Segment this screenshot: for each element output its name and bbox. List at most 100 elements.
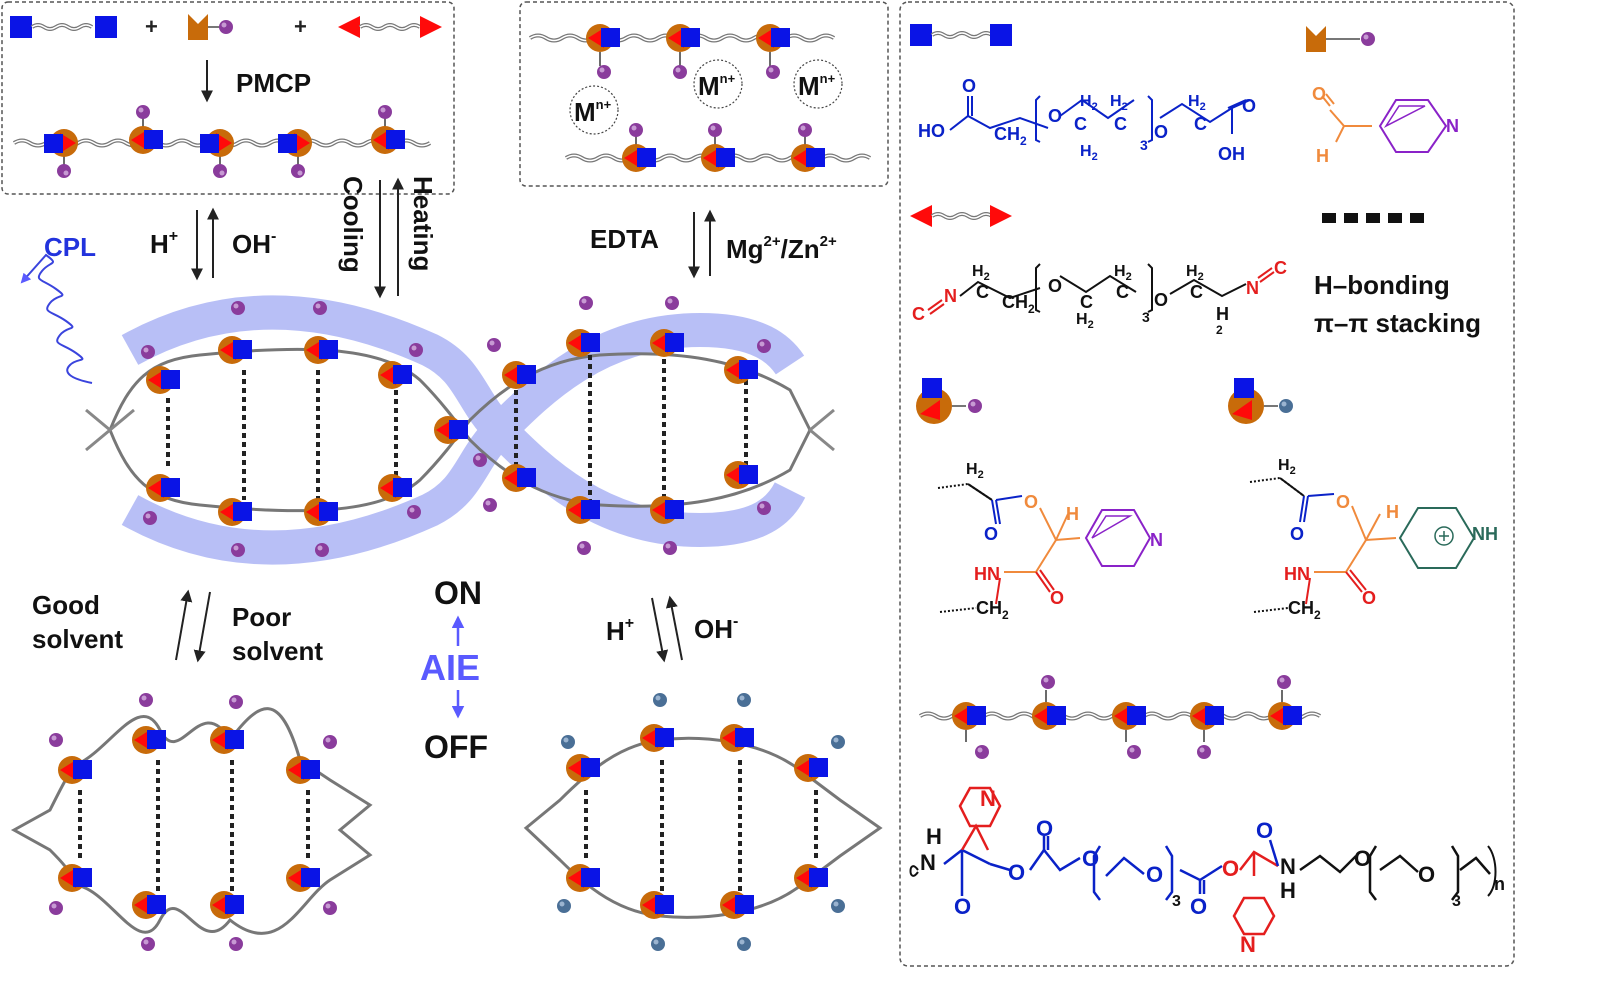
svg-text:O: O	[962, 76, 976, 96]
linear-polymer-chain-top	[12, 104, 432, 179]
svg-text:N: N	[1150, 530, 1163, 550]
svg-text:C: C	[1080, 292, 1093, 312]
svg-text:3: 3	[1140, 137, 1148, 153]
protonated-unit-structure: H2 O O H HN O CH2 NH	[1249, 457, 1498, 622]
legend-unit-protonated	[1228, 378, 1293, 424]
svg-text:N: N	[1240, 932, 1256, 957]
svg-text:H: H	[1316, 146, 1329, 166]
metal-switch-arrows	[688, 209, 716, 279]
svg-text:H2: H2	[1278, 457, 1296, 477]
helix-halo	[121, 295, 806, 565]
thermal-switch-arrows	[374, 177, 404, 299]
aldehyde-structure: O H N	[1312, 84, 1459, 166]
svg-text:O: O	[1242, 96, 1256, 116]
cpl-helix-icon	[20, 253, 93, 384]
monomer-diacid-icon	[10, 16, 117, 38]
metal-ion-1: Mn+	[569, 85, 619, 135]
svg-text:OH: OH	[1218, 144, 1245, 164]
isocyanide-structure: C N N C H2 C CH2 O C H2 H2 C 3 O H2 C H …	[912, 258, 1287, 337]
helix-units	[141, 296, 771, 557]
svg-text:C: C	[1190, 282, 1203, 302]
edta-label: EDTA	[590, 224, 659, 254]
off-label: OFF	[424, 729, 488, 765]
svg-text:N: N	[1246, 278, 1259, 298]
legend-unit-neutral	[916, 378, 982, 424]
svg-text:O: O	[1048, 276, 1062, 296]
panel-top-middle	[519, 1, 889, 187]
svg-text:C: C	[1114, 114, 1127, 134]
svg-text:n: n	[1494, 874, 1505, 894]
svg-text:H2: H2	[1114, 263, 1132, 283]
svg-text:N: N	[920, 850, 936, 875]
poor-solvent-label: solvent	[232, 636, 323, 666]
svg-text:3: 3	[1452, 893, 1461, 910]
svg-text:O: O	[1036, 816, 1053, 841]
svg-text:H2: H2	[1080, 143, 1098, 163]
diacid-structure	[949, 95, 1251, 143]
legend-diacid-icon	[910, 24, 1012, 46]
svg-text:Mn+: Mn+	[798, 71, 836, 101]
plus-sign-1: +	[145, 14, 158, 39]
svg-text:Mn+: Mn+	[574, 97, 612, 127]
svg-text:O: O	[1362, 588, 1376, 608]
svg-text:O: O	[1008, 860, 1025, 885]
svg-text:H2: H2	[1110, 93, 1128, 113]
svg-text:C: C	[1074, 114, 1087, 134]
mg-zn-label: Mg2+/Zn2+	[726, 233, 837, 264]
metal-ion-2: Mn+	[693, 59, 743, 109]
svg-text:O: O	[1290, 524, 1304, 544]
ph-switch-arrows-left	[191, 207, 219, 281]
svg-text:H: H	[1066, 504, 1079, 524]
svg-text:H2: H2	[1080, 93, 1098, 113]
svg-text:H2: H2	[1188, 93, 1206, 113]
svg-text:CH2: CH2	[994, 124, 1027, 148]
oh-minus-label-1: OH-	[232, 228, 276, 259]
svg-text:NH: NH	[1472, 524, 1498, 544]
svg-text:HO: HO	[918, 121, 945, 141]
pi-stacking-label: π–π stacking	[1314, 308, 1481, 338]
svg-text:N: N	[944, 286, 957, 306]
svg-text:2: 2	[1216, 323, 1223, 337]
svg-text:CH2: CH2	[1288, 598, 1321, 622]
panel-legend	[899, 1, 1515, 967]
oh-minus-label-2: OH-	[694, 613, 738, 644]
aie-label: AIE	[420, 647, 480, 688]
legend-polymer-chain	[918, 675, 1322, 759]
solvent-switch-arrows	[175, 589, 211, 663]
svg-text:N: N	[1280, 854, 1296, 879]
poor-label: Poor	[232, 602, 291, 632]
h-bond-dashes-helix	[166, 350, 748, 505]
svg-text:O: O	[1256, 818, 1273, 843]
svg-text:3: 3	[1172, 893, 1181, 910]
svg-text:O: O	[1146, 862, 1163, 887]
svg-text:O: O	[1050, 588, 1064, 608]
svg-text:H2: H2	[1076, 311, 1094, 331]
pmcp-label: PMCP	[236, 68, 311, 98]
svg-text:H2: H2	[1186, 263, 1204, 283]
svg-text:O: O	[1154, 290, 1168, 310]
svg-text:O: O	[1024, 492, 1038, 512]
h-bonding-label: H–bonding	[1314, 270, 1450, 300]
svg-text:H: H	[1216, 304, 1229, 324]
svg-text:O: O	[1336, 492, 1350, 512]
neutral-unit-structure: H2 O O H HN O CH2 N	[937, 461, 1163, 622]
svg-text:H2: H2	[972, 263, 990, 283]
good-solvent-label: solvent	[32, 624, 123, 654]
good-label: Good	[32, 590, 100, 620]
svg-text:O: O	[1222, 856, 1239, 881]
diacid-labels: HO O CH2 O H2 C H2 C H2 3 O H2 C O OH	[918, 76, 1256, 164]
svg-text:H: H	[1386, 502, 1399, 522]
h-bond-legend-dashes	[1322, 213, 1424, 223]
svg-text:CH2: CH2	[1002, 292, 1035, 316]
svg-text:O: O	[1082, 846, 1099, 871]
svg-text:O: O	[954, 894, 971, 919]
svg-text:C: C	[976, 282, 989, 302]
svg-text:H: H	[926, 824, 942, 849]
svg-text:C: C	[1274, 258, 1287, 278]
metal-coordinated-chains	[528, 24, 872, 173]
svg-text:H: H	[1280, 878, 1296, 903]
svg-text:O: O	[1190, 894, 1207, 919]
svg-text:O: O	[1312, 84, 1326, 104]
polymer-structure: H N N O O O O O 3 O O O N N H O O 3 n	[909, 786, 1505, 957]
